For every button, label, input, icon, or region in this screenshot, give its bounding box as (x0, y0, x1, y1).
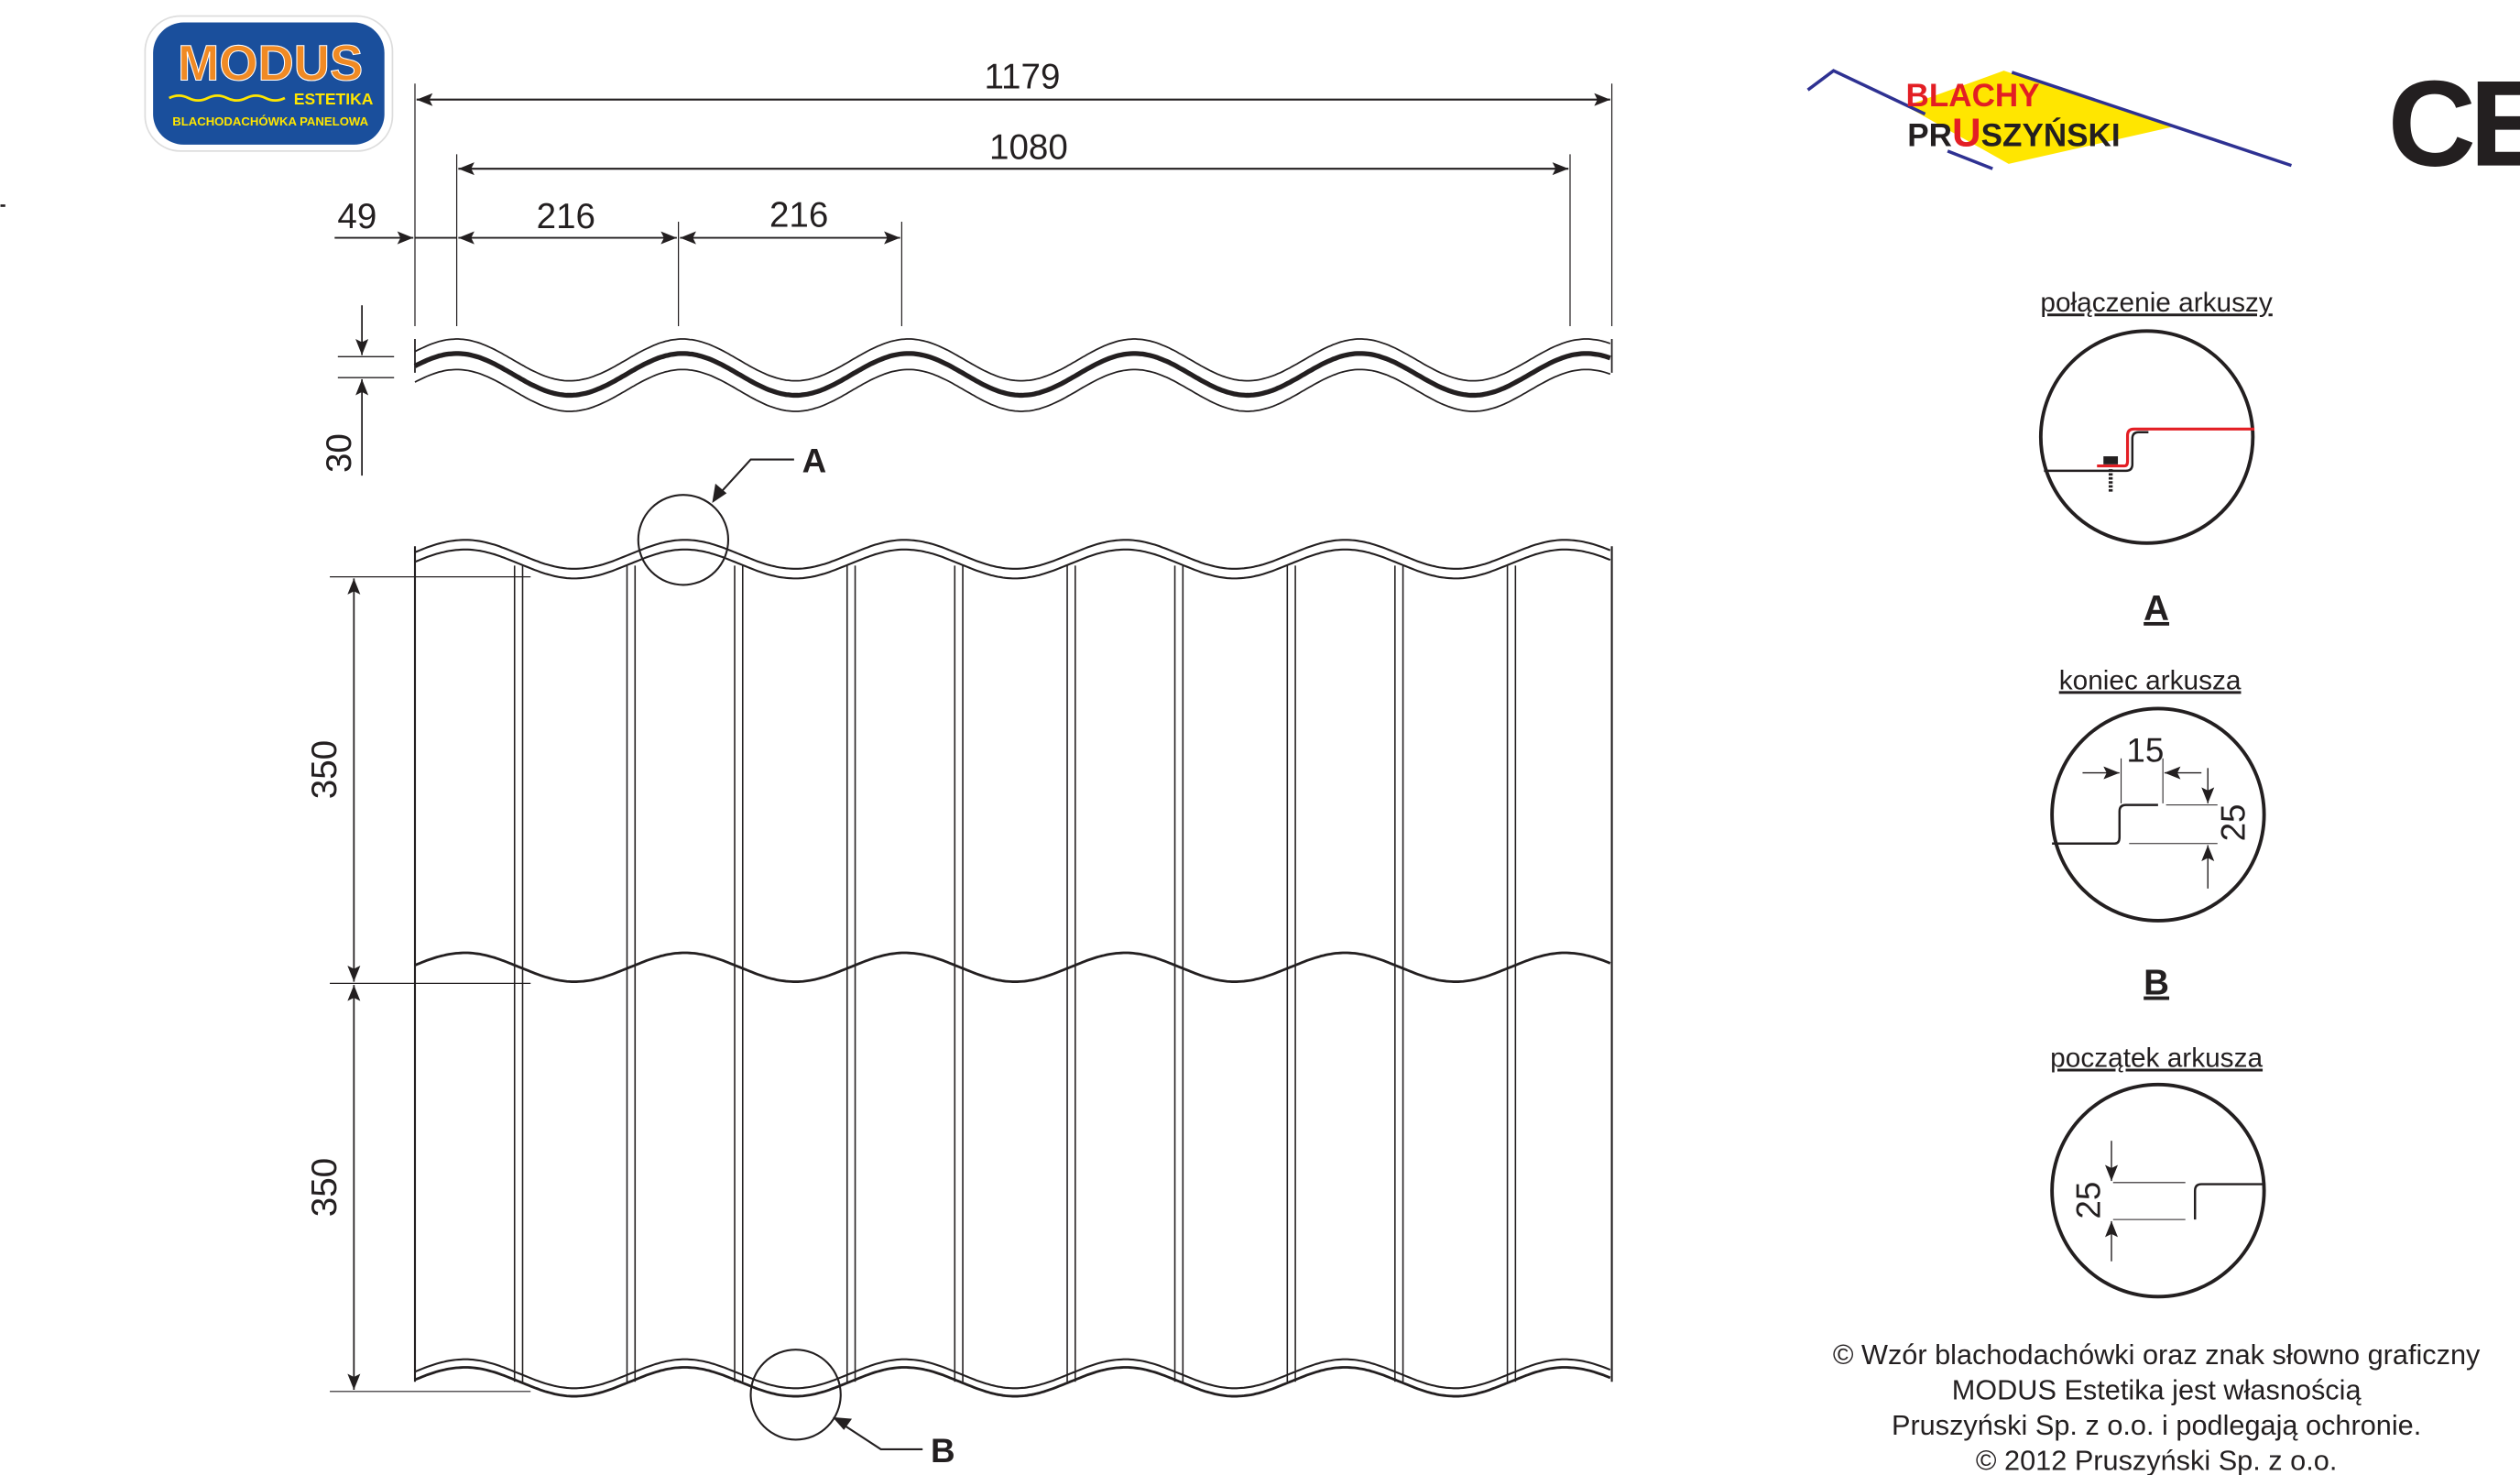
copyright-notice: © Wzór blachodachówki oraz znak słowno g… (1833, 1338, 2481, 1475)
svg-text:BLACHODACHÓWKA PANELOWA: BLACHODACHÓWKA PANELOWA (172, 115, 368, 128)
svg-text:© 2012 Pruszyński Sp. z o.o.: © 2012 Pruszyński Sp. z o.o. (1976, 1445, 2337, 1475)
extension-lines (414, 83, 1613, 327)
svg-text:25: 25 (2070, 1182, 2108, 1219)
svg-text:ESTETIKA: ESTETIKA (294, 90, 374, 108)
svg-text:30: 30 (320, 433, 359, 473)
svg-text:BLACHY: BLACHY (1906, 78, 2040, 114)
svg-text:B: B (2144, 964, 2169, 1003)
callout-b: B (749, 1349, 955, 1470)
svg-text:koniec arkusza: koniec arkusza (2059, 665, 2242, 695)
svg-text:MODUS Estetika jest własnością: MODUS Estetika jest własnością (1952, 1374, 2362, 1406)
tile-step-line (414, 951, 1611, 983)
detail-sheet-end: koniec arkusza 15 25 B (2050, 665, 2266, 1003)
svg-text:15: 15 (2126, 731, 2164, 769)
svg-text:49: 49 (337, 197, 376, 236)
profile-top-line (414, 338, 1611, 382)
tile-bottom-edge-outer (414, 1366, 1611, 1398)
svg-text:216: 216 (537, 197, 595, 236)
svg-text:A: A (2144, 589, 2169, 628)
tile-top-edge-inner (414, 548, 1611, 580)
svg-text:© Wzór blachodachówki oraz zna: © Wzór blachodachówki oraz znak słowno g… (1833, 1338, 2481, 1371)
pruszynski-logo: BLACHY PRUSZYŃSKI (1806, 69, 2293, 170)
wave-icon (169, 93, 286, 103)
profile-edge (414, 339, 1613, 373)
svg-text:25: 25 (2215, 803, 2253, 841)
svg-text:350: 350 (305, 740, 344, 799)
screw-icon (2103, 456, 2119, 464)
detail-sheet-start: początek arkusza 25 (2050, 1043, 2266, 1299)
svg-text:PRUSZYŃSKI: PRUSZYŃSKI (1907, 111, 2120, 156)
profile-core-line (413, 351, 1611, 399)
svg-text:MODUS: MODUS (178, 36, 363, 92)
tile-top-edge (414, 539, 1611, 570)
svg-text:1080: 1080 (989, 128, 1068, 168)
modus-logo: MODUS ESTETIKA BLACHODACHÓWKA PANELOWA (144, 15, 394, 152)
svg-text:Pruszyński Sp. z o.o. i podle: Pruszyński Sp. z o.o. i podlegają ochron… (1892, 1409, 2421, 1441)
svg-text:350: 350 (305, 1158, 344, 1217)
dimension-total-width: 1179 (416, 57, 1610, 106)
dimension-modules: 49 216 216 (334, 195, 900, 245)
profile-cross-section (413, 338, 1613, 412)
profile-bottom-line (414, 368, 1611, 412)
svg-text:połączenie arkuszy: połączenie arkuszy (2040, 288, 2273, 318)
dimension-effective-width: 1080 (458, 128, 1569, 176)
ce-mark: CE (2388, 56, 2520, 192)
detail-joint: połączenie arkuszy A (2038, 288, 2273, 628)
callout-a: A (637, 442, 827, 586)
dimension-profile-height: 30 (320, 305, 395, 476)
svg-text:216: 216 (769, 195, 828, 235)
tile-front-view (413, 539, 1613, 1398)
dimension-module-length: 350 350 (305, 576, 531, 1393)
tile-bottom-edge (414, 1358, 1611, 1390)
svg-text:1179: 1179 (984, 57, 1060, 96)
svg-text:B: B (931, 1432, 955, 1470)
svg-text:A: A (802, 442, 827, 480)
tile-side-edge (413, 546, 1613, 1382)
svg-text:początek arkusza: początek arkusza (2050, 1043, 2263, 1074)
